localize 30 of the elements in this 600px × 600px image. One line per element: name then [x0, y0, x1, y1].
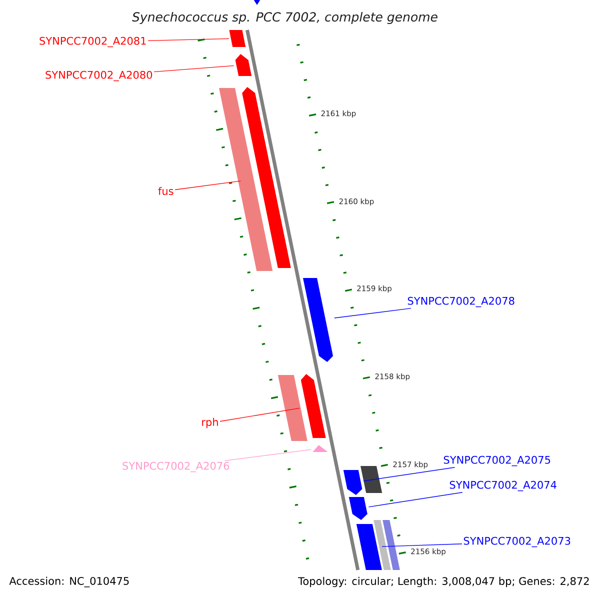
leader-line [174, 180, 241, 190]
gene-label: SYNPCC7002_A2080 [46, 70, 152, 82]
gene-block [312, 445, 328, 452]
gene-block [242, 87, 291, 268]
leader-line [220, 408, 300, 422]
leader-line [224, 449, 312, 462]
leader-line [368, 492, 463, 508]
gene-block [356, 524, 382, 570]
gene-label: SYNPCC7002_A2075 [444, 456, 550, 466]
leader-line [382, 544, 462, 547]
leader-line [148, 38, 230, 42]
leader-line [154, 65, 234, 72]
gene-label: SYNPCC7002_A2078 [408, 296, 514, 308]
gene-block [300, 374, 326, 438]
footer-text: Topology: circular; Length: 3,008,047 bp; Genes: 2,872 [298, 576, 589, 588]
gene-label: SYNPCC7002_A2073 [464, 536, 570, 548]
gene-block [343, 470, 362, 495]
gene-block [229, 30, 246, 47]
gene-label: SYNPCC7002_A2081 [40, 36, 146, 48]
gene-label: SYNPCC7002_A2074 [450, 480, 556, 492]
gene-label: fus [158, 186, 174, 196]
leader-line [363, 466, 456, 482]
gene-block [303, 278, 333, 362]
footer-text: Accession: NC_010475 [9, 576, 129, 588]
gene-label: rph [202, 418, 218, 428]
title: Synechococcus sp. PCC 7002, complete genome [132, 12, 438, 24]
gene-block [235, 54, 252, 76]
leader-line [334, 308, 412, 318]
gene-block [348, 497, 368, 520]
gene-label: SYNPCC7002_A2076 [122, 462, 230, 472]
